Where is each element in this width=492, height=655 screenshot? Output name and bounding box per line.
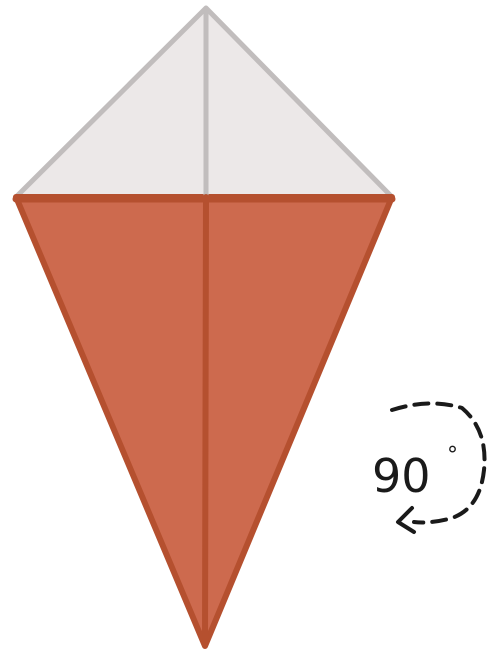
rotation-arrowhead-icon [398,508,414,532]
rotation-unit: ° [447,443,458,468]
center-crease-bottom [205,197,206,642]
kite-shape [16,8,392,646]
rotation-value: 90 [372,449,431,503]
rotation-annotation: 90 ° [372,403,485,532]
